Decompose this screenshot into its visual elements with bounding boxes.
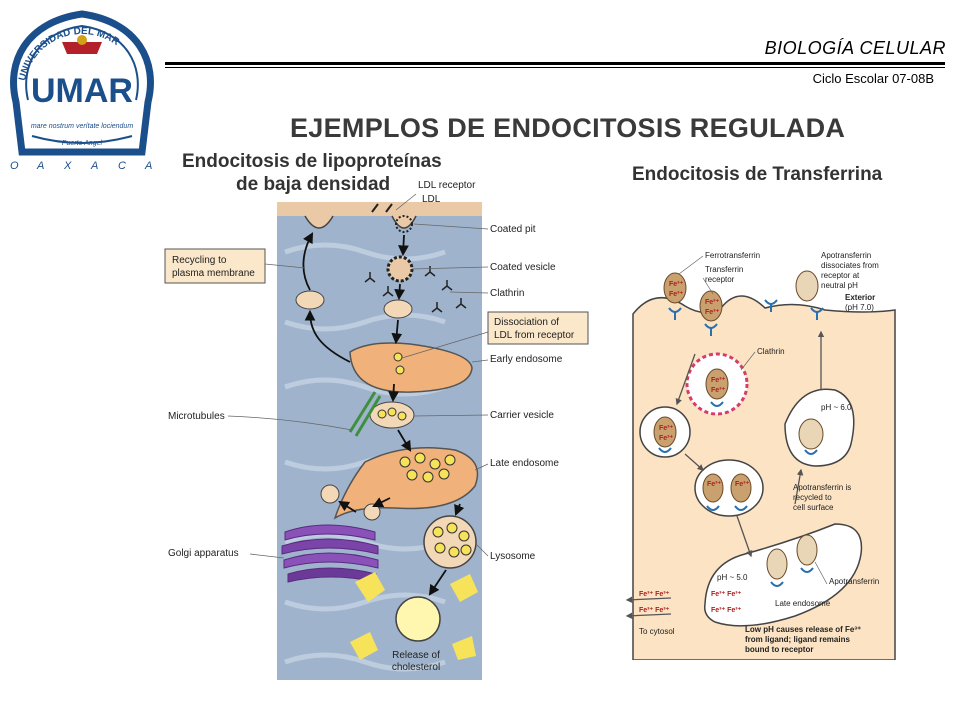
callout-lines	[227, 193, 489, 559]
transferrin-endocytosis-diagram: Fe³⁺ Fe³⁺ Fe³⁺ Fe³⁺ Fe³⁺ Fe³⁺ Fe³⁺ Fe³⁺ …	[625, 251, 896, 660]
plasma-membrane	[277, 202, 482, 216]
label-exterior-2: (pH 7.0)	[845, 303, 874, 312]
label-to-cytosol: To cytosol	[639, 627, 675, 636]
label-golgi-apparatus: Golgi apparatus	[168, 548, 239, 559]
fe-label: Fe³⁺	[707, 481, 722, 488]
label-carrier-vesicle: Carrier vesicle	[490, 410, 554, 421]
slide-title: EJEMPLOS DE ENDOCITOSIS REGULADA	[290, 113, 846, 143]
transferrin-receptors	[658, 299, 824, 587]
label-apotransferrin: Apotransferrin	[829, 577, 879, 586]
label-recycling-1: Recycling to	[172, 255, 227, 266]
logo-state-letter: O	[10, 160, 19, 172]
label-apo-1: Apotransferrin	[821, 251, 871, 260]
label-early-endosome: Early endosome	[490, 354, 563, 365]
fe-label: Fe³⁺	[705, 299, 720, 306]
label-ldl: LDL	[422, 194, 441, 205]
label-dissociation-2: LDL from receptor	[494, 330, 575, 341]
course-title: BIOLOGÍA CELULAR	[764, 38, 946, 58]
fe-label: Fe³⁺	[711, 387, 726, 394]
label-recyc-3: cell surface	[793, 503, 834, 512]
label-apo-2: dissociates from	[821, 261, 879, 270]
right-subtitle: Endocitosis de Transferrina	[632, 164, 883, 185]
label-late-endosome: Late endosome	[775, 599, 831, 608]
header-rule-thin	[165, 67, 945, 68]
label-clathrin: Clathrin	[757, 347, 785, 356]
label-lysosome: Lysosome	[490, 551, 536, 562]
uncoated-vesicle	[383, 299, 413, 319]
fe-cytosol-label: Fe³⁺ Fe³⁺	[639, 607, 670, 614]
label-clathrin: Clathrin	[490, 288, 524, 299]
logo-state-letter: A	[144, 160, 152, 172]
logo-state-letter: A	[36, 160, 44, 172]
label-release-1: Release of	[392, 650, 440, 661]
header-rule-thick	[165, 62, 945, 65]
label-exterior-1: Exterior	[845, 293, 875, 302]
label-low-ph-2: from ligand; ligand remains	[745, 635, 850, 644]
fe-cytosol-label: Fe³⁺ Fe³⁺	[639, 591, 670, 598]
label-microtubules: Microtubules	[168, 411, 225, 422]
label-dissociation-1: Dissociation of	[494, 317, 559, 328]
logo-state-letter: X	[63, 160, 72, 172]
school-cycle: Ciclo Escolar 07-08B	[812, 71, 934, 86]
coated-vesicle	[386, 255, 414, 283]
label-apo-3: receptor at	[821, 271, 860, 280]
label-recyc-2: recycled to	[793, 493, 832, 502]
golgi-vesicle	[363, 503, 381, 521]
label-coated-pit: Coated pit	[490, 224, 536, 235]
logo-motto: mare nostrum verítate lociendum	[31, 123, 133, 130]
fe-label: Fe³⁺	[669, 291, 684, 298]
left-subtitle: Endocitosis de lipoproteínas de baja den…	[182, 150, 442, 196]
microtubules	[348, 391, 382, 437]
dissociation-callout-box	[487, 311, 589, 345]
logo-state-letter: A	[90, 160, 98, 172]
fe-label: Fe³⁺	[735, 481, 750, 488]
clathrin-icons	[364, 266, 467, 313]
label-late-endosome: Late endosome	[490, 458, 559, 469]
label-ph50: pH ~ 5.0	[717, 573, 748, 582]
tf-callout-lines	[678, 255, 828, 585]
label-apo-4: neutral pH	[821, 281, 858, 290]
fe-label: Fe³⁺	[705, 309, 720, 316]
fe-label: Fe³⁺	[659, 435, 674, 442]
label-ferrotransferrin: Ferrotransferrin	[705, 251, 760, 260]
pathway-arrows	[302, 232, 465, 596]
tf-pathway-arrows	[625, 330, 825, 620]
transferrin-molecules	[653, 270, 824, 580]
label-low-ph-1: Low pH causes release of Fe³⁺	[745, 625, 861, 634]
label-transferrin-1: Transferrin	[705, 265, 743, 274]
fe-label: Fe³⁺	[669, 281, 684, 288]
left-subtitle-line2: de baja densidad	[236, 174, 391, 195]
label-ldl-receptor: LDL receptor	[418, 180, 476, 191]
label-recycling-2: plasma membrane	[172, 268, 255, 279]
logo-city: Puerto Angel	[62, 140, 103, 147]
fe-endosome-label: Fe³⁺ Fe³⁺	[711, 607, 742, 614]
left-subtitle-line1: Endocitosis de lipoproteínas	[182, 151, 442, 172]
fe-label: Fe³⁺	[711, 377, 726, 384]
logo-ship-icon	[62, 42, 102, 54]
golgi-vesicle	[320, 484, 340, 504]
label-coated-vesicle: Coated vesicle	[490, 262, 556, 273]
recycling-callout-box	[164, 248, 266, 284]
logo-state-letter: C	[118, 160, 126, 172]
university-logo: UNIVERSIDAD DEL MAR UMAR mare nostrum ve…	[10, 10, 154, 172]
ldl-receptor-mark	[371, 203, 393, 213]
label-low-ph-3: bound to receptor	[745, 645, 813, 654]
ldl-endocytosis-diagram: LDL receptor LDL Coated pit Coated vesic…	[164, 180, 589, 680]
late-endosome	[333, 446, 479, 520]
fe-label: Fe³⁺	[659, 425, 674, 432]
logo-letters: UMAR	[31, 72, 133, 110]
label-transferrin-2: receptor	[705, 275, 735, 284]
recycling-vesicle	[295, 290, 325, 310]
label-release-2: cholesterol	[392, 662, 440, 673]
label-ph60: pH ~ 6.0	[821, 403, 852, 412]
cholesterol-release	[350, 572, 478, 660]
label-recyc-1: Apotransferrin is	[793, 483, 851, 492]
recycling-pit	[304, 215, 334, 229]
fe-endosome-label: Fe³⁺ Fe³⁺	[711, 591, 742, 598]
